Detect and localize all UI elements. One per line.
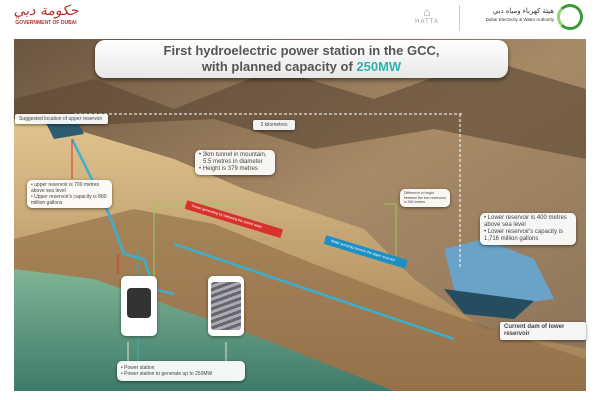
title-line-1: First hydroelectric power station in the… (163, 43, 440, 58)
government-of-dubai-logo: حكومة دبي GOVERNMENT OF DUBAI (10, 3, 82, 27)
powerhouse-icon (211, 282, 241, 330)
header-divider (459, 5, 460, 31)
page-title: First hydroelectric power station in the… (95, 40, 508, 78)
lower-reservoir-line: • Lower reservoir's capacity is 1,716 mi… (484, 229, 563, 242)
hatta-glyph-icon: ⌂ (423, 5, 431, 19)
gov-logo-arabic: حكومة دبي (13, 3, 79, 19)
lower-reservoir-info-box: • Lower reservoir is 400 metres above se… (480, 213, 576, 245)
lower-reservoir-water (444, 239, 554, 309)
lower-dam-label: Current dam of lower reservoir (500, 322, 586, 340)
turbine-icon (127, 288, 151, 318)
title-capacity: 250MW (356, 59, 402, 74)
upper-reservoir-line: • upper reservoir is 700 metres above se… (31, 182, 100, 194)
height-difference-box: Difference in height between the two res… (400, 189, 450, 207)
dewa-arabic: هيئة كهرباء ومياه دبي (492, 8, 554, 15)
tunnel-callout-line (153, 203, 244, 294)
lower-reservoir-line: • Lower reservoir is 400 metres above se… (484, 215, 567, 228)
dewa-name: Dubai Electricity & Water Authority (485, 17, 554, 22)
turbine-image (121, 276, 157, 336)
power-station-line: • Power station to generate up to 250MW (121, 371, 213, 377)
tunnel-callout-line-right (384, 203, 397, 264)
hatta-logo: ⌂ HATTA (410, 5, 444, 25)
powerhouse-image (208, 276, 244, 336)
distance-label: 3 kilometres (253, 120, 295, 130)
gov-logo-text: GOVERNMENT OF DUBAI (10, 20, 82, 27)
hatta-text: HATTA (415, 19, 439, 25)
upper-reservoir-info-box: • upper reservoir is 700 metres above se… (27, 180, 112, 208)
sea-area (14, 269, 394, 391)
tunnel-line: • Height is 379 metres (199, 166, 258, 172)
upper-reservoir-line: • Upper reservoir's capacity is 880 mill… (31, 194, 107, 206)
mountain-ridge (14, 59, 586, 159)
tunnel-line: • 3km tunnel in mountain, (199, 152, 267, 158)
tunnel-info-box: • 3km tunnel in mountain, 5.5 metres in … (195, 150, 275, 175)
power-station-line: • Power station (121, 365, 155, 371)
title-line-2: with planned capacity of 250MW (95, 59, 508, 75)
dewa-logo-text: هيئة كهرباء ومياه دبي Dubai Electricity … (466, 6, 554, 22)
dewa-logo-icon (557, 4, 583, 30)
tunnel-line: 5.5 metres in diameter (203, 159, 263, 165)
upper-location-label: Suggested location of upper reservoir (15, 114, 108, 124)
title-prefix: with planned capacity of (201, 59, 357, 74)
power-station-info-box: • Power station • Power station to gener… (117, 361, 245, 381)
lower-tunnel (173, 242, 455, 341)
lower-dam (444, 289, 534, 319)
